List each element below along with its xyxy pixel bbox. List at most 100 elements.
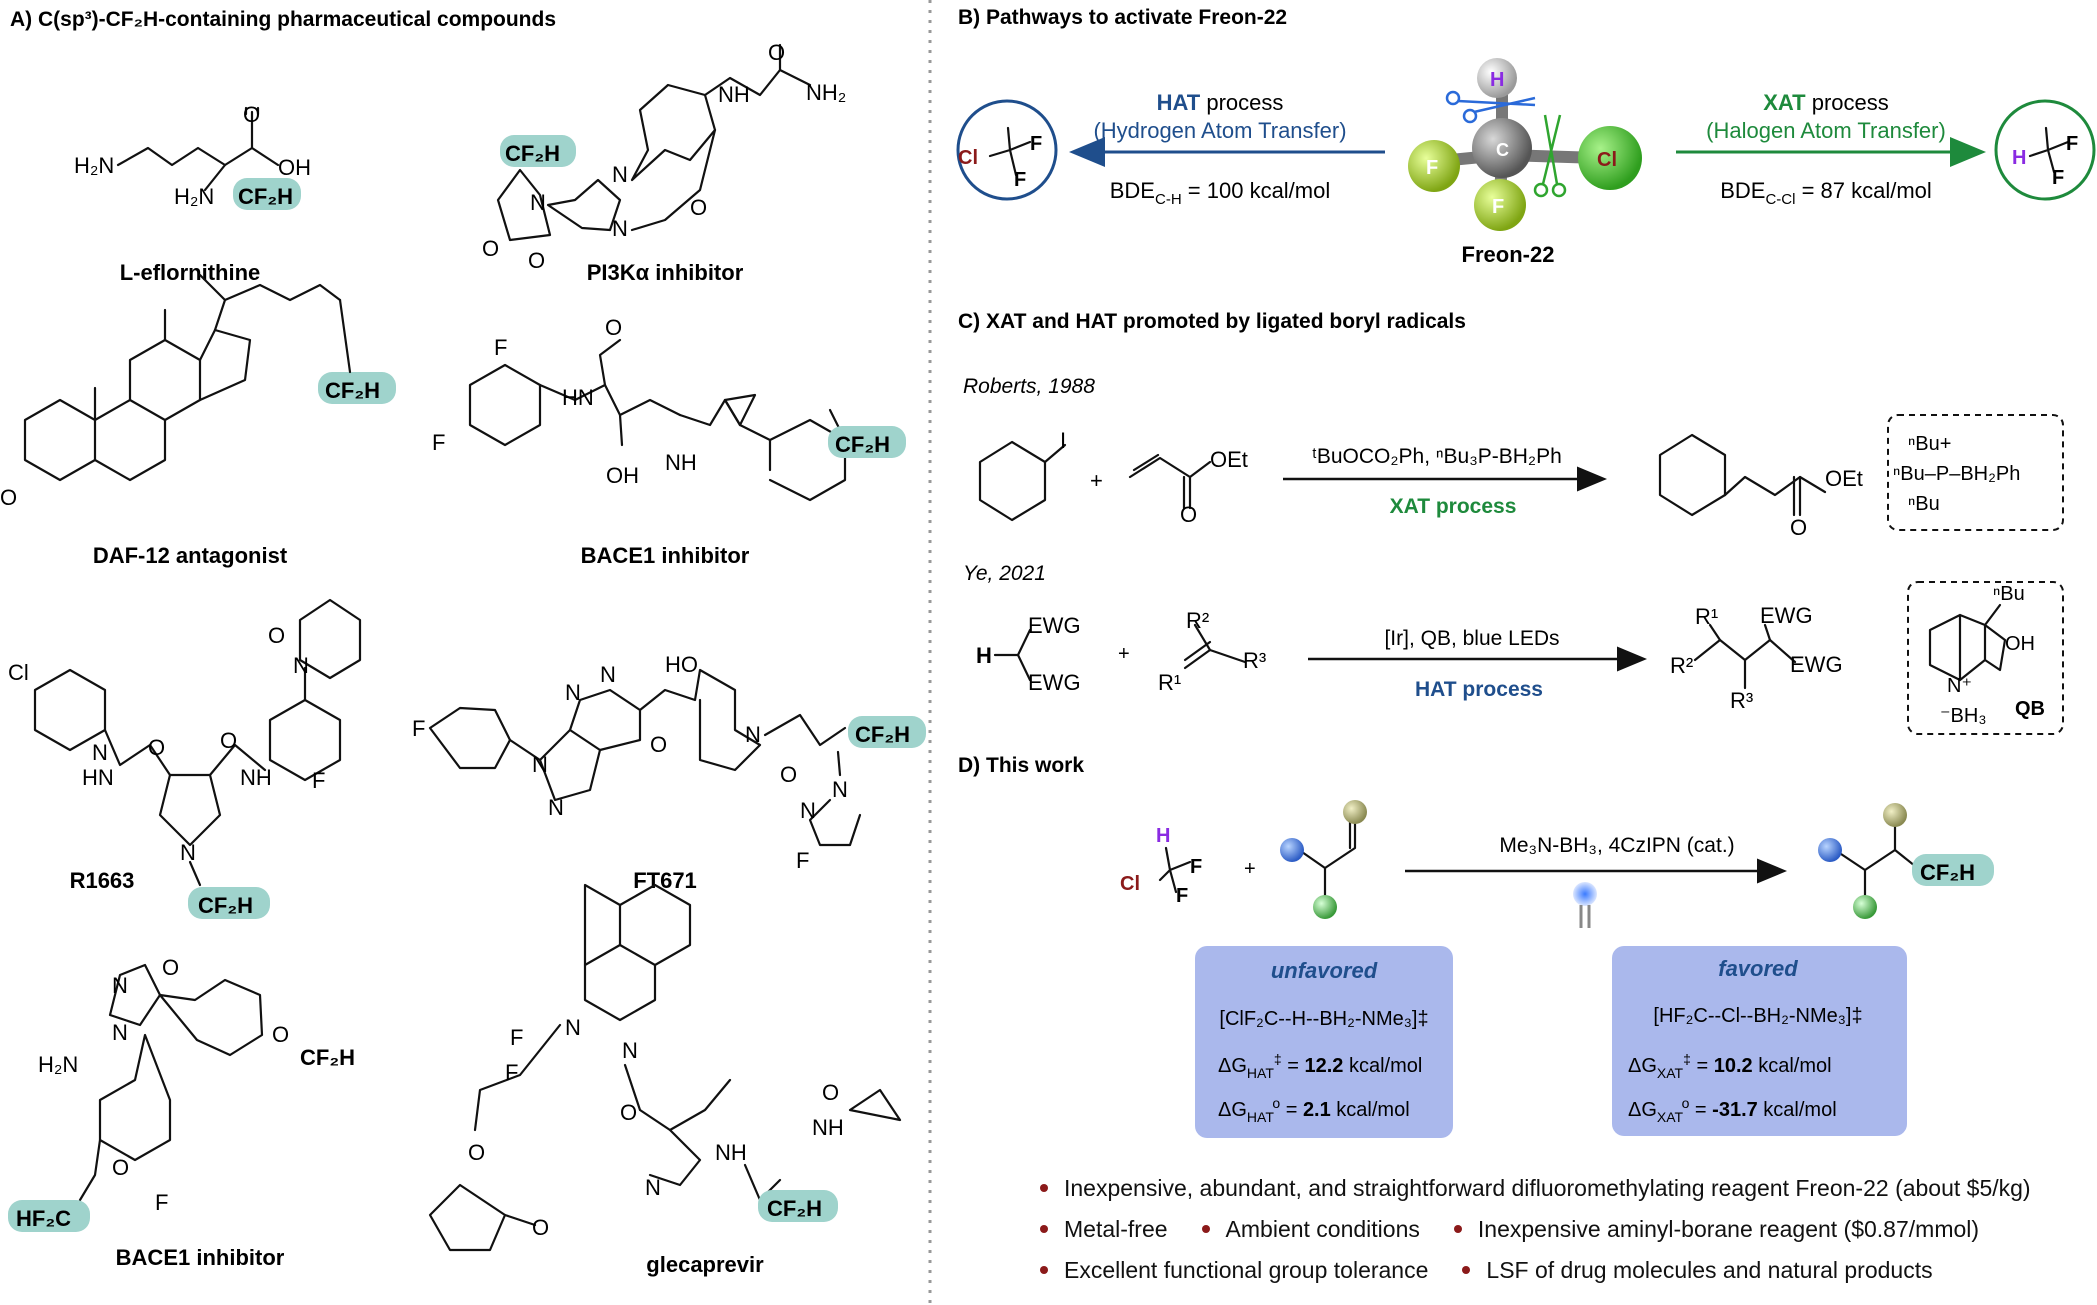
favored-dg-activation: ΔGXAT‡ = 10.2 kcal/mol	[1628, 1051, 1832, 1081]
r1663-structure: Cl N HN O N O NH F N O CF₂H	[8, 598, 362, 919]
panel-b-title: B) Pathways to activate Freon-22	[958, 6, 1287, 29]
roberts-process: XAT process	[1390, 495, 1517, 518]
xat-full-label: (Halogen Atom Transfer)	[1706, 118, 1946, 143]
cf2h-highlight	[848, 716, 926, 748]
substituent-ball	[1343, 800, 1367, 824]
advantage-text: Ambient conditions	[1225, 1216, 1420, 1242]
blue-led-icon	[1573, 882, 1597, 928]
cf2h-highlight	[828, 426, 906, 458]
h-label: H	[2012, 147, 2026, 169]
o-label: O	[272, 1022, 289, 1047]
h2n-label: H₂N	[74, 153, 114, 178]
advantages-row: Inexpensive, abundant, and straightforwa…	[1040, 1175, 2080, 1202]
panel-c-title: C) XAT and HAT promoted by ligated boryl…	[958, 310, 1466, 333]
o-label: O	[780, 762, 797, 787]
favored-transition-state: [HF₂C--Cl--BH₂-NMe₃]‡	[1653, 1005, 1862, 1027]
r3-label: R³	[1243, 648, 1266, 673]
o-label: O	[650, 732, 667, 757]
nh-label: NH	[715, 1140, 747, 1165]
advantage-text: Inexpensive aminyl-borane reagent ($0.87…	[1477, 1216, 1980, 1242]
cf2h-label: CF₂H	[1920, 860, 1975, 885]
hn-label: HN	[82, 765, 114, 790]
plus-sign: +	[1118, 643, 1130, 665]
advantage-text: Metal-free	[1064, 1216, 1168, 1242]
ewg-label: EWG	[1760, 603, 1813, 628]
nh-label: NH	[718, 82, 750, 107]
cf2h-label: CF₂H	[855, 722, 910, 747]
unfavored-title: unfavored	[1271, 958, 1378, 983]
n-label: N	[293, 653, 309, 678]
cl-label: Cl	[8, 660, 29, 685]
qb-structure: ⁿBu OH N⁺ ⁻BH₃ QB	[1928, 583, 2045, 727]
n-label: N	[612, 216, 628, 241]
nh-label: NH	[665, 450, 697, 475]
f-label: F	[1014, 169, 1026, 191]
f-label: F	[1030, 133, 1042, 155]
phosphine-borane-box	[1887, 414, 2064, 531]
advantage-text: LSF of drug molecules and natural produc…	[1486, 1257, 1933, 1283]
advantage-text: Excellent functional group tolerance	[1064, 1257, 1429, 1283]
pi3k-structure: CF₂H O O N N N O O NH NH₂	[482, 40, 846, 273]
favored-box	[1612, 946, 1907, 1136]
plus-sign: +	[1244, 858, 1256, 880]
n-label: N	[600, 662, 616, 687]
substituent-ball	[1313, 895, 1337, 919]
f-label: F	[1190, 856, 1202, 878]
n-label: N	[565, 1015, 581, 1040]
cf2h-label: CF₂H	[198, 893, 253, 918]
advantage-item: Ambient conditions	[1201, 1216, 1420, 1243]
unfavored-dg-activation: ΔGHAT‡ = 12.2 kcal/mol	[1218, 1051, 1422, 1081]
o-label: O	[468, 1140, 485, 1165]
f-atom-label: F	[1492, 196, 1504, 218]
cf2h-label: CF₂H	[505, 141, 560, 166]
roberts-reference: Roberts, 1988	[963, 375, 1095, 398]
o-label: O	[528, 248, 545, 273]
f-label: F	[432, 430, 445, 455]
o-label: O	[482, 236, 499, 261]
compound-name-r1663: R1663	[70, 868, 135, 893]
bace1-structure-1: CF₂H F F HN O OH NH	[432, 315, 906, 502]
hat-bde-label: BDEC-H = 100 kcal/mol	[1110, 178, 1331, 208]
hf2c-label: HF₂C	[16, 1206, 71, 1231]
advantage-item: Inexpensive aminyl-borane reagent ($0.87…	[1453, 1216, 1980, 1243]
xat-bde-label: BDEC-Cl = 87 kcal/mol	[1720, 178, 1932, 208]
r1-label: R¹	[1695, 604, 1718, 629]
advantages-row: Excellent functional group tolerance LSF…	[1040, 1257, 2080, 1284]
glecaprevir-structure: N N F F O O O N NH CF₂H NH O	[428, 883, 902, 1252]
hn-label: HN	[562, 385, 594, 410]
ye-product: R¹ R² R³ EWG EWG	[1670, 603, 1843, 713]
substituent-ball	[1280, 838, 1304, 862]
bullet-icon	[1462, 1266, 1471, 1274]
o-label: O	[1180, 502, 1197, 527]
f-atom-label: F	[1426, 157, 1438, 179]
n-label: N	[532, 752, 548, 777]
n-label: N	[622, 1038, 638, 1063]
ye-process: HAT process	[1415, 678, 1543, 701]
cf2h-highlight	[233, 178, 301, 210]
o-label: O	[220, 728, 237, 753]
compound-name-ft671: FT671	[633, 868, 697, 893]
ethyl-acrylate: OEt O	[1128, 447, 1248, 527]
nh-label: NH	[240, 765, 272, 790]
this-work-product: CF₂H	[1818, 803, 1994, 919]
bace1-structure-2: N N H₂N O O CF₂H F O HF₂C	[8, 955, 368, 1232]
cf2h-label: CF₂H	[238, 184, 293, 209]
n-label: N	[612, 162, 628, 187]
cf2h-label: CF₂H	[767, 1196, 822, 1221]
cf2h-highlight	[758, 1190, 838, 1222]
qb-box	[1907, 581, 2064, 735]
bullet-icon	[1453, 1225, 1462, 1233]
r2-label: R²	[1670, 653, 1693, 678]
n-label: N	[180, 840, 196, 865]
cl-atom-label: Cl	[1597, 149, 1617, 171]
n-label: N	[565, 680, 581, 705]
o-label: O	[532, 1215, 549, 1240]
unfavored-dg-reaction: ΔGHATo = 2.1 kcal/mol	[1218, 1095, 1410, 1125]
c-atom	[1472, 118, 1532, 178]
ye-reagents: [Ir], QB, blue LEDs	[1384, 627, 1559, 650]
oh-label: OH	[2005, 633, 2035, 655]
malonate-substrate: H EWG EWG	[976, 613, 1081, 695]
compound-name-eflornithine: L-eflornithine	[120, 260, 261, 285]
f-label: F	[510, 1025, 523, 1050]
advantage-item: LSF of drug molecules and natural produc…	[1462, 1257, 1933, 1284]
